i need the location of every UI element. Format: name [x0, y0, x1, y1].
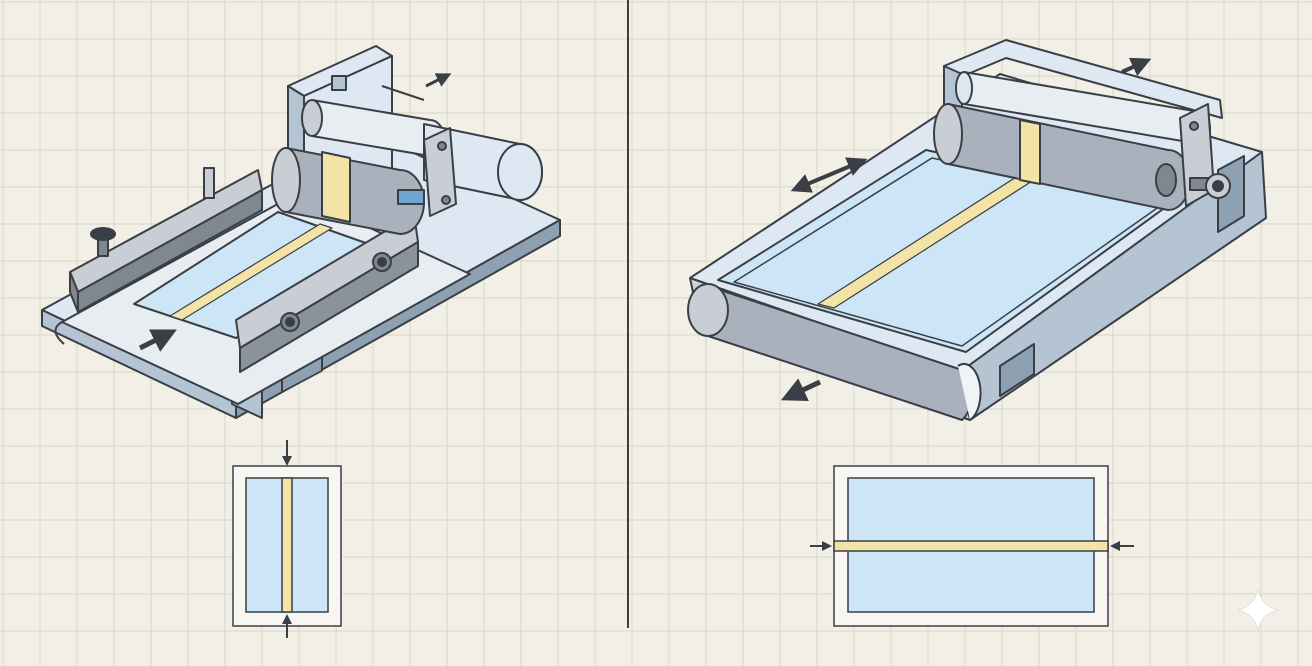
right-adjust-knob[interactable]: [1189, 173, 1231, 199]
right-roller-tape-band: [1019, 119, 1041, 185]
right-lift-arrow: [1121, 57, 1152, 77]
right-exit-arrow: [780, 378, 822, 401]
right-panel: [687, 39, 1267, 421]
left-pressure-roller: [271, 147, 425, 235]
left-lift-linkage: [381, 85, 425, 101]
left-side-plate: [423, 127, 457, 217]
left-guide-thumbscrew-1[interactable]: [280, 312, 300, 332]
left-guide-thumbscrew-2[interactable]: [372, 252, 392, 272]
right-front-roller: [687, 283, 982, 421]
left-feed-arrow: [138, 329, 177, 352]
right-plan-tape: [833, 540, 1109, 552]
left-belt-roll: [54, 321, 65, 345]
left-plan-view: [232, 440, 342, 638]
left-tape-strip: [169, 223, 333, 321]
left-back-guide-rail: [69, 167, 263, 313]
left-front-guide-rail: [235, 213, 419, 373]
right-travel-arrow: [790, 157, 868, 193]
right-plan-view: [810, 465, 1134, 627]
left-panel: [41, 45, 561, 419]
left-roller-shaft: [397, 189, 425, 205]
left-plan-tape: [281, 477, 293, 613]
right-frame-window: [999, 343, 1035, 397]
left-roller-tape-band: [321, 151, 351, 223]
left-rail-knob[interactable]: [90, 227, 116, 257]
sparkle-icon: [1237, 589, 1279, 631]
left-lift-arrow: [425, 73, 452, 88]
